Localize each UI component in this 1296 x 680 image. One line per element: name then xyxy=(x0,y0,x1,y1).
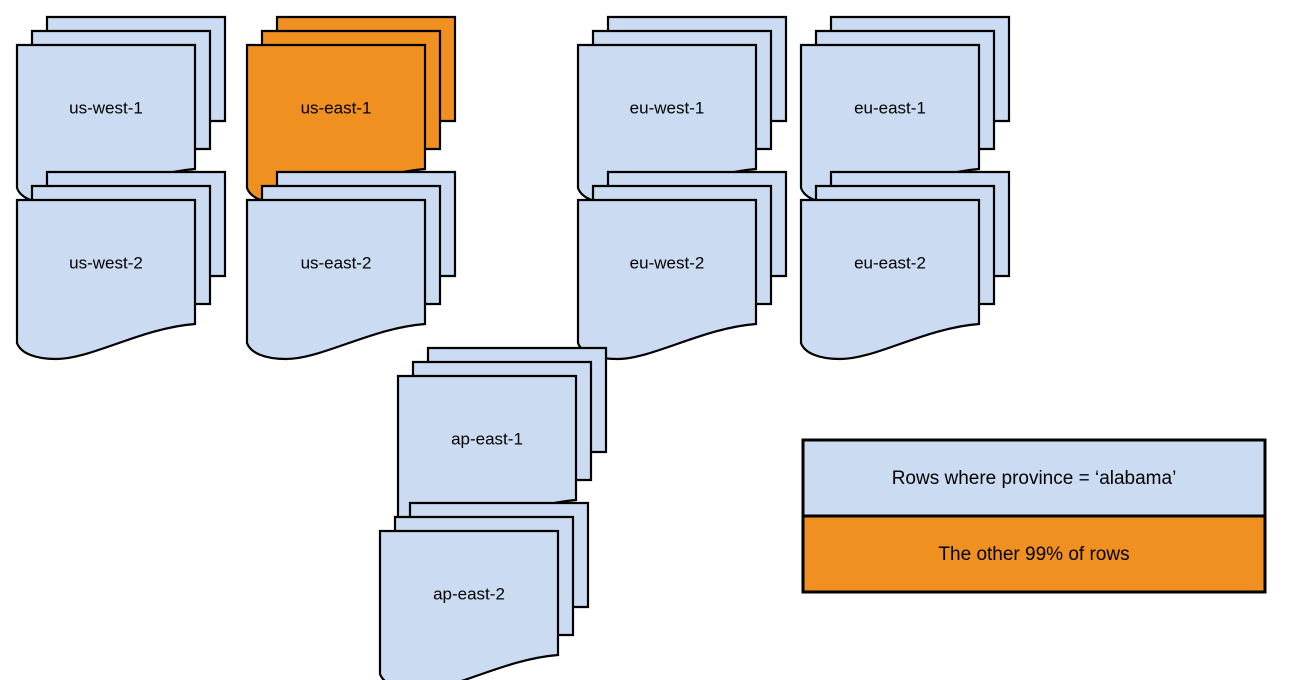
legend-label: Rows where province = ‘alabama’ xyxy=(892,468,1177,489)
region-stack-us-east-2[interactable]: us-east-2 xyxy=(245,170,457,361)
region-stack-ap-east-2[interactable]: ap-east-2 xyxy=(378,501,590,680)
region-stack-group: us-west-1 us-east-1 eu-west-1 eu-east-1 us-w… xyxy=(15,15,1011,680)
region-stack-label: eu-west-1 xyxy=(630,98,705,117)
region-stack-label: ap-east-2 xyxy=(433,584,505,603)
region-stack-label: us-east-1 xyxy=(301,98,372,117)
legend-swatch xyxy=(801,514,1267,594)
legend-swatch xyxy=(801,438,1267,518)
legend-group: Rows where province = ‘alabama’ The other… xyxy=(801,438,1267,594)
stack-sheet-front xyxy=(245,198,427,361)
region-stack-eu-west-1[interactable]: eu-west-1 xyxy=(576,15,788,206)
region-stack-eu-east-2[interactable]: eu-east-2 xyxy=(799,170,1011,361)
region-stack-label: us-east-2 xyxy=(301,253,372,272)
region-stack-label: ap-east-1 xyxy=(451,429,523,448)
region-stack-us-west-1[interactable]: us-west-1 xyxy=(15,15,227,206)
stack-sheet-front xyxy=(576,198,758,361)
region-stack-us-west-2[interactable]: us-west-2 xyxy=(15,170,227,361)
region-stack-label: eu-east-2 xyxy=(854,253,926,272)
legend-row-alabama: Rows where province = ‘alabama’ xyxy=(801,438,1267,518)
region-stack-ap-east-1[interactable]: ap-east-1 xyxy=(396,346,608,537)
region-stack-label: eu-west-2 xyxy=(630,253,705,272)
region-stack-label: us-west-2 xyxy=(69,253,143,272)
region-stack-eu-west-2[interactable]: eu-west-2 xyxy=(576,170,788,361)
legend-row-other-rows: The other 99% of rows xyxy=(801,514,1267,594)
region-stack-label: us-west-1 xyxy=(69,98,143,117)
stack-sheet-front xyxy=(799,198,981,361)
region-stack-label: eu-east-1 xyxy=(854,98,926,117)
region-stack-eu-east-1[interactable]: eu-east-1 xyxy=(799,15,1011,206)
region-stack-us-east-1[interactable]: us-east-1 xyxy=(245,15,457,206)
stack-sheet-front xyxy=(378,529,560,680)
legend-label: The other 99% of rows xyxy=(938,544,1129,565)
stack-sheet-front xyxy=(15,198,197,361)
